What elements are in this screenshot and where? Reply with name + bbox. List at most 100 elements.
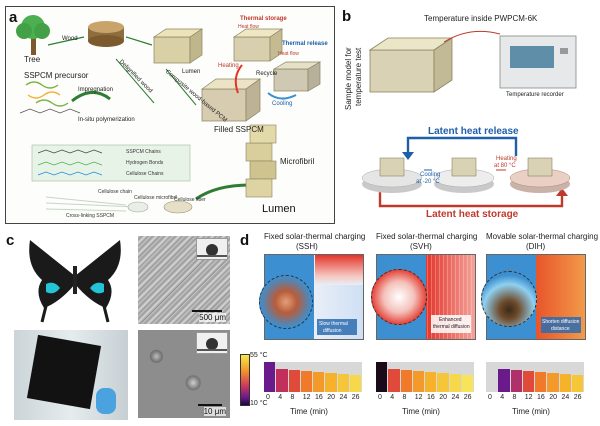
label-cellulose-chain: Cellulose chain <box>98 189 132 195</box>
legend-cellulose-chains: Cellulose Chains <box>126 171 164 177</box>
dih-heat-strip <box>486 362 584 392</box>
black-film-photo <box>14 330 128 420</box>
label-filled-sspcm: Filled SSPCM <box>214 125 264 134</box>
dih-scenario: Shorten diffusion distance <box>481 254 586 340</box>
heat-strip-cell <box>288 370 300 392</box>
label-cellulose-microfibril: Cellulose microfibril <box>134 195 178 201</box>
dih-magnifier <box>481 271 537 327</box>
temperature-recorder-device <box>499 35 577 89</box>
time-tick-label: 26 <box>463 394 472 401</box>
label-temperature-inside: Temperature inside PWPCM-6K <box>424 14 538 23</box>
sspcm-precursor-graphic <box>19 81 81 114</box>
dih-note-1: Shorten diffusion <box>542 319 580 325</box>
heat-strip-cell <box>522 371 534 392</box>
svh-magnifier <box>371 269 427 325</box>
ssh-scenario: Slow thermal diffusion <box>259 254 364 340</box>
ssh-note-1: Slow thermal <box>319 321 348 327</box>
heat-strip-cell <box>337 374 349 392</box>
panel-label-a: a <box>9 9 18 26</box>
title-ssh-2: (SSH) <box>296 242 318 251</box>
wood-log-icon <box>88 21 124 47</box>
label-recycle: Recycle <box>256 71 278 77</box>
heat-strip-cell <box>498 369 510 392</box>
water-droplet-inset-top <box>196 238 228 260</box>
filled-sspcm-block <box>200 78 262 122</box>
time-tick-label: 4 <box>500 394 505 401</box>
time-tick-label: 16 <box>315 394 323 401</box>
panel-b: b Temperature inside PWPCM-6K Sample mod… <box>340 6 596 222</box>
label-cooling-1: Cooling <box>420 172 441 178</box>
time-tick-label: 20 <box>327 394 336 401</box>
time-tick-label: 26 <box>573 394 582 401</box>
time-tick-label: 20 <box>549 394 558 401</box>
ssh-xlabel: Time (min) <box>290 407 328 416</box>
legend-sspcm-chains: SSPCM Chains <box>126 149 161 155</box>
heat-strip-cell <box>461 375 473 392</box>
scale-label-10um: 10 μm <box>203 407 226 416</box>
heat-strip-cell <box>325 373 337 392</box>
ssh-note-2: diffusion <box>323 328 342 334</box>
heat-strip-cell <box>300 371 312 392</box>
heat-strip-cell <box>449 374 461 392</box>
time-tick-label: 0 <box>488 394 492 401</box>
colorbar-max-label: 55 °C <box>250 352 268 359</box>
title-dih-1: Movable solar-thermal charging <box>486 232 599 241</box>
time-tick-label: 12 <box>302 394 311 401</box>
butterfly-photo <box>24 236 126 324</box>
dih-note-2: distance <box>551 326 570 332</box>
panel-label-d: d <box>240 232 250 249</box>
title-svh-2: (SVH) <box>410 242 432 251</box>
time-tick-label: 8 <box>402 394 407 401</box>
label-heat-flow-2: Heat flow <box>278 51 299 57</box>
dih-xlabel: Time (min) <box>512 407 550 416</box>
microfibril-stack <box>245 124 277 198</box>
cellulose-fibril-graphic <box>45 196 193 214</box>
black-film-sheet <box>26 334 102 410</box>
label-lumen-big: Lumen <box>262 203 296 215</box>
time-tick-label: 0 <box>378 394 382 401</box>
colorbar <box>240 354 250 406</box>
tree-icon <box>16 15 50 55</box>
heat-strip-cell <box>264 362 276 392</box>
panel-label-c: c <box>6 232 15 249</box>
time-tick-label: 8 <box>290 394 295 401</box>
label-thermal-storage: Thermal storage <box>240 16 287 22</box>
panel-b-illustration <box>361 30 577 208</box>
label-thermal-release: Thermal release <box>282 41 328 47</box>
time-tick-label: 12 <box>414 394 423 401</box>
time-tick-label: 4 <box>278 394 283 401</box>
scale-bar-bottom <box>198 404 222 406</box>
panel-a-illustration <box>16 15 322 214</box>
delignified-wood-block <box>152 28 204 64</box>
heat-strip-cell <box>559 374 571 392</box>
label-temperature-recorder: Temperature recorder <box>506 92 564 98</box>
time-tick-label: 0 <box>266 394 270 401</box>
label-crosslinking-sspcm: Cross-linking SSPCM <box>66 213 115 219</box>
label-heating-2: at 80 °C <box>494 163 516 169</box>
dih-note-box <box>541 317 581 333</box>
label-sample-model: Sample model for <box>344 47 353 110</box>
ssh-note-box <box>317 319 357 335</box>
time-tick-label: 4 <box>390 394 395 401</box>
heat-strip-cell <box>437 373 449 392</box>
time-tick-label: 12 <box>524 394 533 401</box>
heat-strip-cell <box>276 369 288 392</box>
sem-image-top: 500 μm <box>138 236 230 324</box>
time-tick-label: 24 <box>451 394 460 401</box>
heat-strip-cell <box>313 372 325 392</box>
heat-strip-cell <box>349 375 361 392</box>
sem-image-bottom: 10 μm <box>138 330 230 418</box>
time-tick-label: 24 <box>339 394 348 401</box>
thermal-release-block <box>272 61 322 92</box>
heat-strip-cell <box>535 372 547 392</box>
ssh-heat-gradient <box>315 255 363 285</box>
label-wood: Wood <box>62 36 78 42</box>
panel-a: a Tree Wood SSPCM precursor Delignified … <box>5 6 335 224</box>
label-heating: Heating <box>218 63 239 69</box>
butterfly-graphic <box>29 240 121 323</box>
svh-note-1: Enhanced <box>439 317 462 323</box>
cooling-disc <box>361 157 423 193</box>
label-impregnation: Impregnation <box>78 87 114 93</box>
time-tick-label: 16 <box>537 394 545 401</box>
